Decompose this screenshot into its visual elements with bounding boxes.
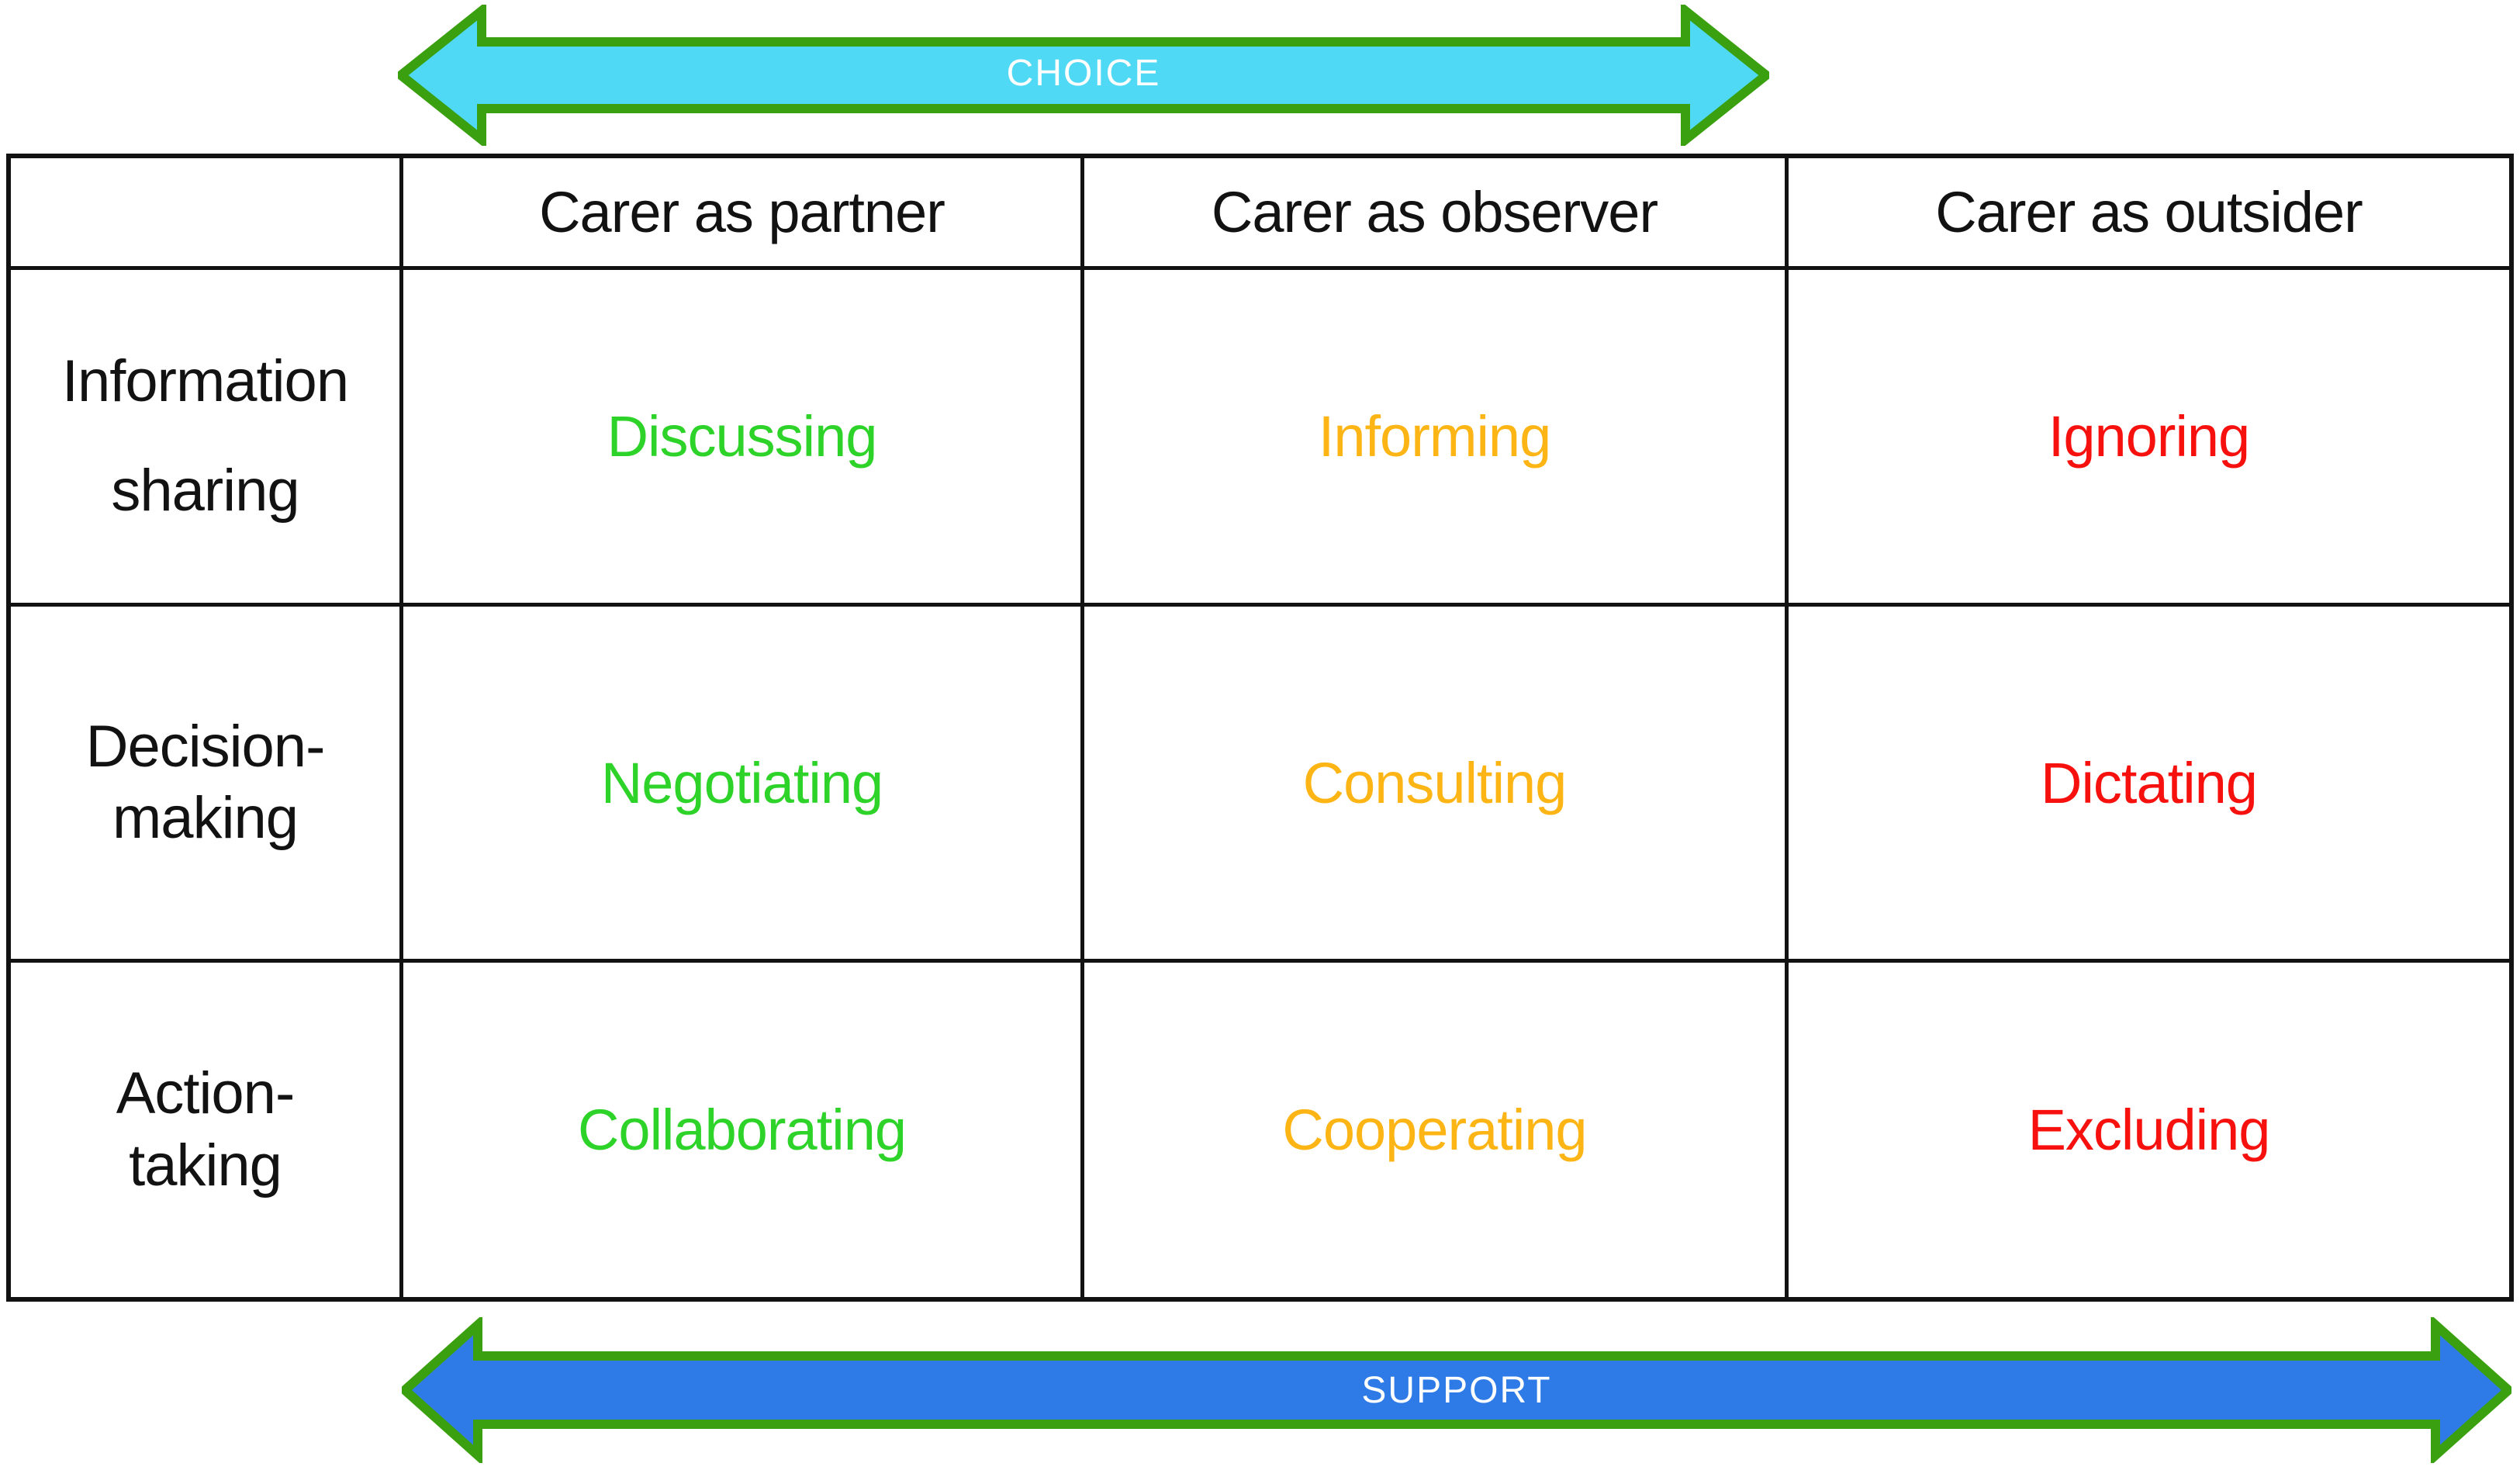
row-label-information-sharing: Information sharing bbox=[11, 270, 403, 607]
matrix-cell-consulting: Consulting bbox=[1084, 607, 1789, 963]
row-label-line: making bbox=[112, 785, 299, 851]
row-label-line: Decision- bbox=[85, 713, 326, 780]
matrix-cell-cooperating: Cooperating bbox=[1084, 963, 1789, 1297]
matrix-table: Carer as partner Carer as observer Carer… bbox=[6, 154, 2514, 1302]
matrix-word: Informing bbox=[1318, 404, 1551, 469]
matrix-cell-discussing: Discussing bbox=[403, 270, 1084, 607]
matrix-cell-negotiating: Negotiating bbox=[403, 607, 1084, 963]
column-header-carer-as-partner: Carer as partner bbox=[403, 158, 1084, 270]
matrix-word: Cooperating bbox=[1282, 1098, 1587, 1162]
choice-arrow-shape bbox=[398, 5, 1769, 146]
row-label-line: Information bbox=[61, 348, 349, 415]
column-header-carer-as-outsider: Carer as outsider bbox=[1789, 158, 2509, 270]
matrix-word: Negotiating bbox=[600, 750, 883, 815]
matrix-cell-collaborating: Collaborating bbox=[403, 963, 1084, 1297]
matrix-word: Dictating bbox=[2041, 750, 2258, 815]
matrix-word: Excluding bbox=[2027, 1098, 2271, 1162]
matrix-cell-dictating: Dictating bbox=[1789, 607, 2509, 963]
row-label-line: Action- bbox=[116, 1060, 296, 1127]
row-label-line: taking bbox=[129, 1132, 282, 1198]
double-headed-arrow-icon bbox=[402, 1317, 2511, 1463]
row-label-action-taking: Action- taking bbox=[11, 963, 403, 1297]
support-arrow-shape bbox=[402, 1317, 2511, 1463]
row-label-decision-making: Decision- making bbox=[11, 607, 403, 963]
matrix-cell-ignoring: Ignoring bbox=[1789, 270, 2509, 607]
double-headed-arrow-icon bbox=[398, 5, 1769, 146]
row-label-line: sharing bbox=[111, 457, 299, 524]
matrix-word: Discussing bbox=[607, 404, 878, 469]
matrix-word: Ignoring bbox=[2048, 404, 2250, 469]
column-header-carer-as-observer: Carer as observer bbox=[1084, 158, 1789, 270]
matrix-cell-informing: Informing bbox=[1084, 270, 1789, 607]
matrix-word: Collaborating bbox=[577, 1098, 907, 1162]
corner-header-cell bbox=[11, 158, 403, 270]
support-arrow: SUPPORT bbox=[402, 1317, 2511, 1463]
matrix-cell-excluding: Excluding bbox=[1789, 963, 2509, 1297]
matrix-word: Consulting bbox=[1302, 750, 1568, 815]
choice-arrow: CHOICE bbox=[398, 5, 1769, 146]
